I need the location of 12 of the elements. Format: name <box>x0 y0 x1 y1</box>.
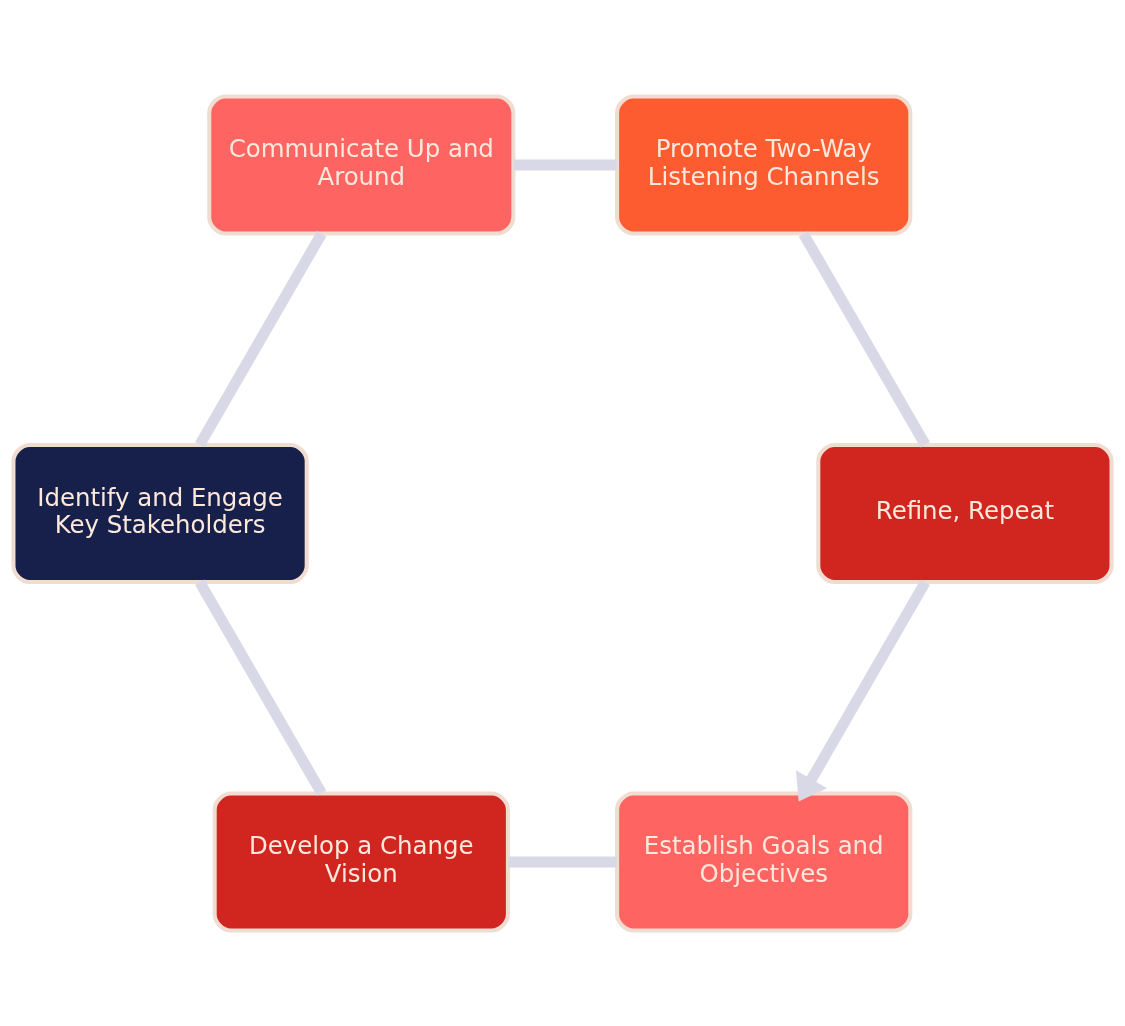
connector <box>508 856 617 867</box>
connector <box>513 159 617 170</box>
node-box: Refine, Repeat <box>816 442 1114 584</box>
arrow <box>795 579 930 801</box>
node-box: Develop a Change Vision <box>212 790 510 933</box>
connector <box>195 230 327 447</box>
node-box: Promote Two-Way Listening Channels <box>615 93 913 236</box>
node-box: Establish Goals and Objectives <box>615 790 913 933</box>
connector <box>798 230 930 447</box>
node-box: Identify and Engage Key Stakeholders <box>11 442 309 584</box>
connector <box>195 579 327 796</box>
node-box: Communicate Up and Around <box>207 93 516 236</box>
